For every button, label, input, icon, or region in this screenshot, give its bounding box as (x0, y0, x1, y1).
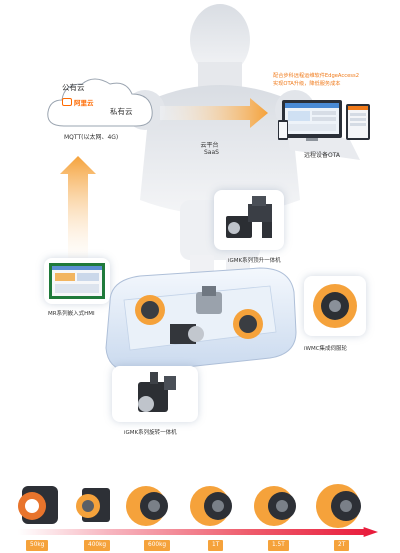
aliyun-label: 阿里云 (74, 99, 94, 107)
weight-badge-50kg: 50kg (26, 540, 49, 551)
aliyun-mark-icon (62, 98, 72, 106)
hmi-label: MR系列嵌入式HMI (48, 311, 95, 317)
public-cloud-label: 公有云 (62, 83, 85, 92)
hmi-screen-icon (49, 263, 105, 299)
servo-wheel-icon (313, 284, 357, 328)
agv-chassis (105, 267, 297, 373)
platform-line2: SaaS (204, 149, 219, 156)
mqtt-label: MQTT(以太网、4G) (64, 134, 119, 141)
wheel-50kg-icon (18, 486, 58, 524)
wheel-lineup (18, 484, 361, 528)
platform-line1: 云平台 (200, 142, 219, 149)
wheel-600kg-icon (126, 486, 168, 526)
private-cloud-label: 私有云 (110, 107, 133, 116)
iwmc-label: iWMC集成伺服轮 (304, 346, 348, 352)
edge-note-line2: 实现OTA升级，降低服务成本 (273, 81, 341, 87)
weight-badge-400kg: 400kg (84, 540, 111, 551)
motor-icon (226, 196, 272, 238)
weight-badge-2t: 2T (334, 540, 350, 551)
wheel-1t-icon (190, 486, 232, 526)
arrow-right-icon (160, 98, 268, 128)
cloud-platform-label: 云平台 SaaS (200, 140, 219, 156)
cloud-icon (47, 78, 153, 127)
rotary-motor-icon (138, 372, 176, 412)
weight-badge-1-5t: 1.5T (268, 540, 289, 551)
aliyun-logo: 阿里云 (62, 96, 98, 108)
wheel-400kg-icon (76, 488, 110, 522)
edgeaccess-note: 配合步科远程运维软件EdgeAccess2 实现OTA升级，降低服务成本 (273, 72, 359, 88)
igmk-rotary-card (112, 366, 198, 422)
weight-badge-1t: 1T (208, 540, 224, 551)
iwmc-card (304, 276, 366, 336)
wheel-2t-icon (316, 484, 361, 528)
ota-label: 远程设备OTA (304, 152, 341, 159)
weight-badge-600kg: 600kg (144, 540, 171, 551)
ota-devices-icon (278, 100, 370, 141)
igmk-lift-card (214, 190, 284, 250)
igmk-rotary-label: iGMK系列旋转一体机 (124, 430, 177, 436)
hmi-card (44, 258, 110, 304)
wheel-1-5t-icon (254, 486, 296, 526)
load-capacity-arrow (18, 527, 378, 537)
edge-note-line1: 配合步科远程运维软件EdgeAccess2 (273, 73, 359, 79)
arrow-up-icon (60, 156, 96, 266)
igmk-lift-label: iGMK系列顶升一体机 (228, 258, 281, 264)
